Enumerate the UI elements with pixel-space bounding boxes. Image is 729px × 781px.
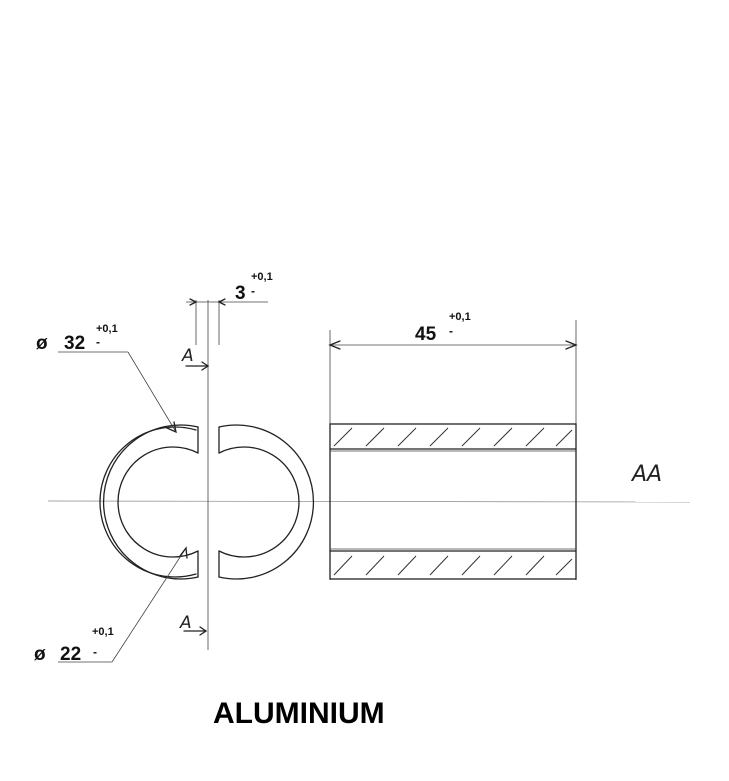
front-view bbox=[99, 298, 315, 650]
outer-diameter-tolerance-upper: +0,1 bbox=[96, 323, 118, 335]
outer-diameter-value: 32 bbox=[64, 333, 85, 354]
slot-arrow-left bbox=[189, 298, 198, 306]
outer-circle-right bbox=[218, 424, 315, 580]
inner-diameter-callout bbox=[58, 546, 188, 663]
slot-width-value: 3 bbox=[235, 283, 246, 304]
inner-diameter-value: 22 bbox=[60, 644, 81, 665]
cut-mark-top-arrow bbox=[201, 361, 210, 371]
outer-circle-left-2 bbox=[99, 426, 197, 578]
length-tolerance-lower: - bbox=[449, 324, 453, 338]
inner-diameter-arrow bbox=[179, 546, 188, 559]
cut-label-top: A bbox=[181, 346, 194, 366]
outer-diameter-leader bbox=[127, 351, 177, 433]
length-value: 45 bbox=[415, 324, 437, 345]
cut-mark-bottom-arrow bbox=[199, 626, 208, 636]
inner-diameter-tolerance-lower: - bbox=[93, 645, 97, 659]
outer-diameter-symbol: ø bbox=[36, 333, 48, 354]
material-label: ALUMINIUM bbox=[213, 697, 385, 730]
section-outline bbox=[329, 423, 577, 580]
section-view-label: AA bbox=[630, 462, 662, 487]
length-arrow-left bbox=[328, 340, 341, 350]
cut-label-bottom: A bbox=[179, 613, 192, 633]
slot-tolerance-lower: - bbox=[251, 284, 255, 298]
center-axis-horizontal bbox=[47, 500, 691, 503]
bottom-wall-hatching bbox=[333, 555, 573, 576]
top-wall-hatching bbox=[333, 427, 573, 447]
inner-circle-left bbox=[117, 446, 199, 558]
slot-arrow-right bbox=[217, 298, 226, 306]
outer-diameter-callout bbox=[58, 351, 177, 434]
inner-diameter-tolerance-upper: +0,1 bbox=[92, 626, 114, 638]
length-tolerance-upper: +0,1 bbox=[449, 311, 471, 323]
length-arrow-right bbox=[565, 340, 578, 350]
inner-diameter-symbol: ø bbox=[34, 644, 46, 665]
slot-tolerance-upper: +0,1 bbox=[251, 271, 273, 283]
inner-circle-right bbox=[218, 446, 300, 558]
outer-diameter-tolerance-lower: - bbox=[96, 335, 100, 349]
section-view bbox=[328, 320, 578, 580]
inner-diameter-leader bbox=[111, 547, 187, 663]
outer-diameter-arrow bbox=[166, 421, 177, 434]
